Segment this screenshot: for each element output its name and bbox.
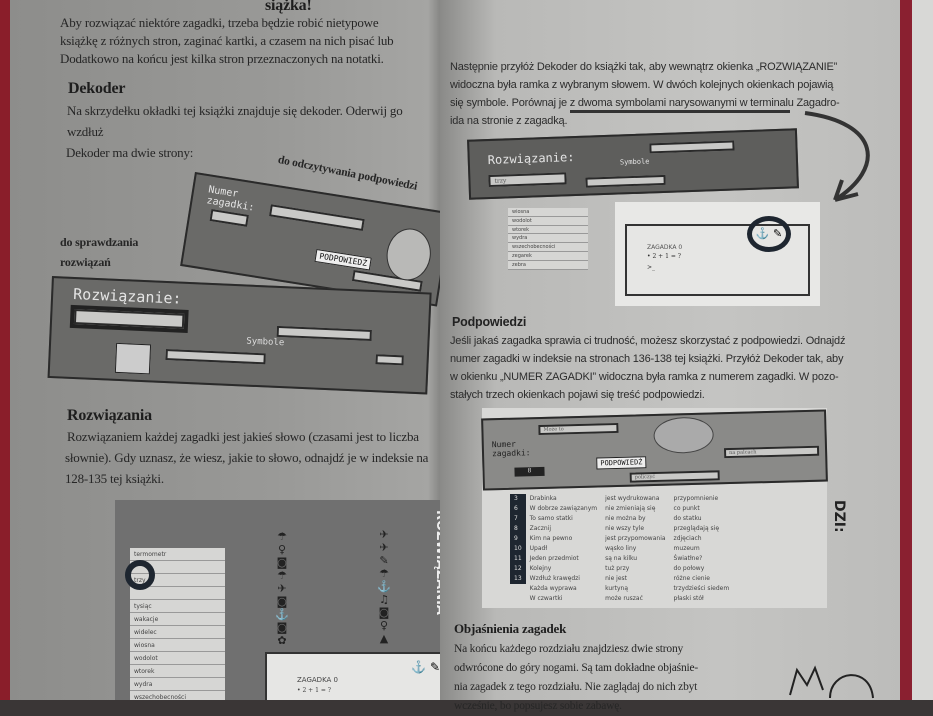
hint-badge: PODPOWIEDŹ	[596, 456, 647, 470]
right-page: Następnie przyłóż Dekoder do książki tak…	[440, 0, 908, 712]
otter-illustration	[382, 225, 435, 284]
podpowiedzi-line: numer zagadki w indeksie na stronach 136…	[450, 353, 844, 365]
hint-slot: na palcach	[723, 445, 820, 459]
hint-side-title: DZI:	[831, 500, 847, 533]
symbol-column: ✈✈✎☂⚓♫◙♀▲	[377, 528, 391, 645]
intro-line: widoczna była ramka z wybranym słowem. W…	[450, 79, 834, 91]
objasnienia-heading: Objaśnienia zagadek	[454, 621, 567, 636]
dekoder-line: Na skrzydełku okładki tej książki znajdu…	[67, 103, 403, 139]
terminal-illustration: ZAGADKA 0 • 2 + 1 = ? >_	[625, 224, 810, 296]
solution-decoder-panel: Rozwiązanie: trzy Symbole	[467, 128, 799, 200]
intro-line: Dodatkowo na końcu jest kilka stron prze…	[60, 51, 384, 66]
hint-slot	[269, 204, 365, 231]
intro-line: się symbole. Porównaj je z dwoma symbola…	[450, 97, 840, 109]
hint-slot: Może to	[538, 422, 619, 436]
solution-title: Rozwiązanie:	[72, 284, 182, 308]
solution-decoder-panel: Rozwiązanie: Symbole	[47, 276, 432, 395]
rozwiazania-line: Rozwiązaniem każdej zagadki jest jakieś …	[67, 429, 419, 444]
symbol-column: ☂♀◙☂✈◙⚓◙✿	[275, 530, 289, 647]
intro-line: Aby rozwiązać niektóre zagadki, trzeba b…	[60, 15, 379, 30]
podpowiedzi-line: stałych trzech okienkach pojawi się treś…	[450, 389, 705, 401]
solution-slot	[73, 309, 185, 329]
dekoder-heading: Dekoder	[68, 80, 126, 97]
symbol-slot	[165, 349, 266, 365]
device-illustration	[114, 342, 152, 375]
symbol-slot	[585, 174, 666, 188]
number-slot: 8	[514, 466, 545, 477]
mascot-doodle-icon	[789, 665, 874, 699]
book-cover-edge-right	[900, 0, 912, 700]
rozwiazania-line: 128-135 tej książki.	[65, 471, 164, 486]
terminal-title: ZAGADKA 0	[647, 244, 683, 251]
objasnienia-line: odwrócone do góry nogami. Są tam dokładn…	[454, 662, 699, 674]
terminal-illustration: ⚓ ✎ ZAGADKA 0 • 2 + 1 = ?	[265, 652, 450, 700]
intro-line: ida na stronie z zagadką.	[450, 115, 568, 127]
terminal-line: • 2 + 1 = ?	[297, 687, 331, 694]
otter-illustration	[653, 416, 715, 455]
intro-heading: siążka!	[265, 0, 312, 14]
podpowiedzi-line: w okienku „NUMER ZAGADKI” widoczna była …	[450, 371, 839, 383]
objasnienia-line: Na końcu każdego rozdziału znajdziesz dw…	[454, 643, 684, 655]
highlight-circle	[125, 560, 155, 590]
terminal-cursor: >_	[647, 264, 656, 271]
underline-mark	[570, 110, 790, 113]
terminal-icons-highlight: ⚓ ✎	[747, 216, 791, 252]
symbols-label: Symbole	[619, 157, 650, 167]
dekoder-line: Dekoder ma dwie strony:	[66, 145, 194, 160]
solution-title: Rozwiązanie:	[487, 150, 575, 168]
terminal-card: ZAGADKA 0 • 2 + 1 = ? >_ ⚓ ✎	[615, 202, 820, 306]
index-illustration: ROZWIĄZANIA termometrtrzytysiącwakacjewi…	[115, 500, 450, 700]
left-page: siążka! Aby rozwiązać niektóre zagadki, …	[10, 0, 452, 700]
hint-badge: PODPOWIEDŹ	[314, 248, 372, 271]
rozwiazania-heading: Rozwiązania	[67, 407, 152, 424]
terminal-line: • 2 + 1 = ?	[647, 253, 681, 260]
objasnienia-line: nia zagadek z tego rozdziału. Nie zagląd…	[454, 681, 698, 693]
podpowiedzi-heading: Podpowiedzi	[452, 315, 527, 329]
solution-slot: trzy	[488, 172, 567, 188]
intro-line: książkę z różnych stron, zaginać kartki,…	[60, 33, 394, 48]
arrow-icon	[804, 111, 870, 202]
symbols-label: Symbole	[246, 336, 285, 349]
background-surface	[912, 0, 933, 700]
rozwiazania-line: słownie). Gdy uznasz, że wiesz, jakie to…	[65, 450, 429, 465]
symbol-slot	[375, 354, 404, 366]
symbol-slot	[649, 140, 735, 154]
podpowiedzi-line: Jeśli jakaś zagadka sprawia ci trudność,…	[450, 335, 846, 347]
hint-slot: policzyć	[629, 470, 720, 483]
terminal-icons: ⚓ ✎	[411, 660, 440, 674]
intro-line: Następnie przyłóż Dekoder do książki tak…	[450, 61, 838, 73]
symbol-slot	[276, 325, 372, 341]
terminal-title: ZAGADKA 0	[297, 676, 338, 684]
